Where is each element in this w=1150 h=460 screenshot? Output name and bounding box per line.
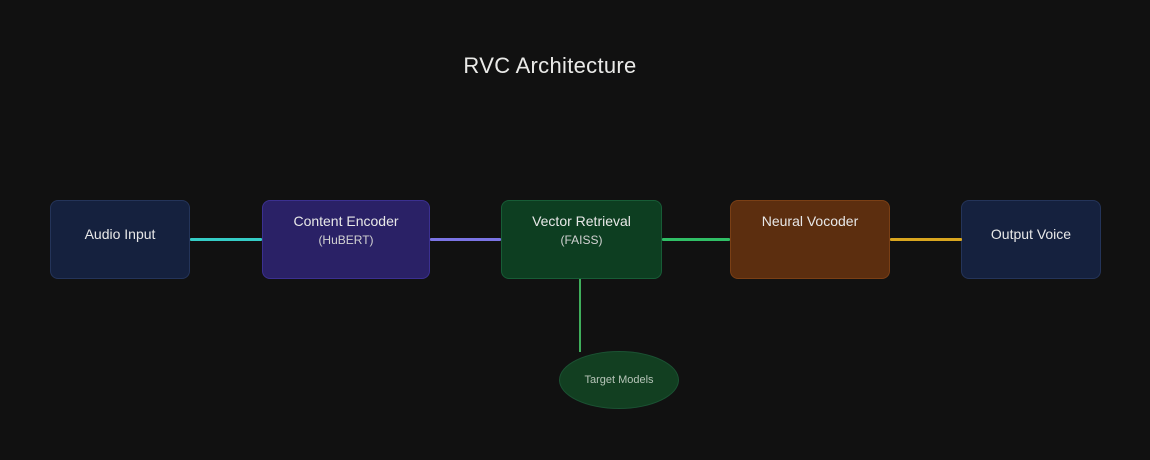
node-label: Vector Retrieval [532, 213, 631, 229]
edge-audio-to-encoder [190, 238, 262, 241]
node-output-voice: Output Voice [961, 200, 1101, 279]
node-neural-vocoder: Neural Vocoder [730, 200, 890, 279]
node-label: Neural Vocoder [761, 213, 859, 229]
node-label: Target Models [584, 374, 654, 386]
diagram-title: RVC Architecture [463, 53, 637, 78]
edge-vocoder-to-output [890, 238, 962, 241]
node-audio-input: Audio Input [50, 200, 190, 279]
node-sublabel: (HuBERT) [318, 233, 374, 247]
edge-retrieval-to-targets [579, 279, 581, 352]
node-sublabel: (FAISS) [560, 233, 603, 247]
edge-encoder-to-retrieval [430, 238, 501, 241]
node-label: Content Encoder [293, 213, 399, 229]
node-vector-retrieval: Vector Retrieval (FAISS) [501, 200, 662, 279]
node-content-encoder: Content Encoder (HuBERT) [262, 200, 430, 279]
node-target-models: Target Models [559, 351, 679, 409]
node-label: Audio Input [84, 226, 156, 242]
edge-retrieval-to-vocoder [662, 238, 730, 241]
node-label: Output Voice [990, 226, 1072, 242]
